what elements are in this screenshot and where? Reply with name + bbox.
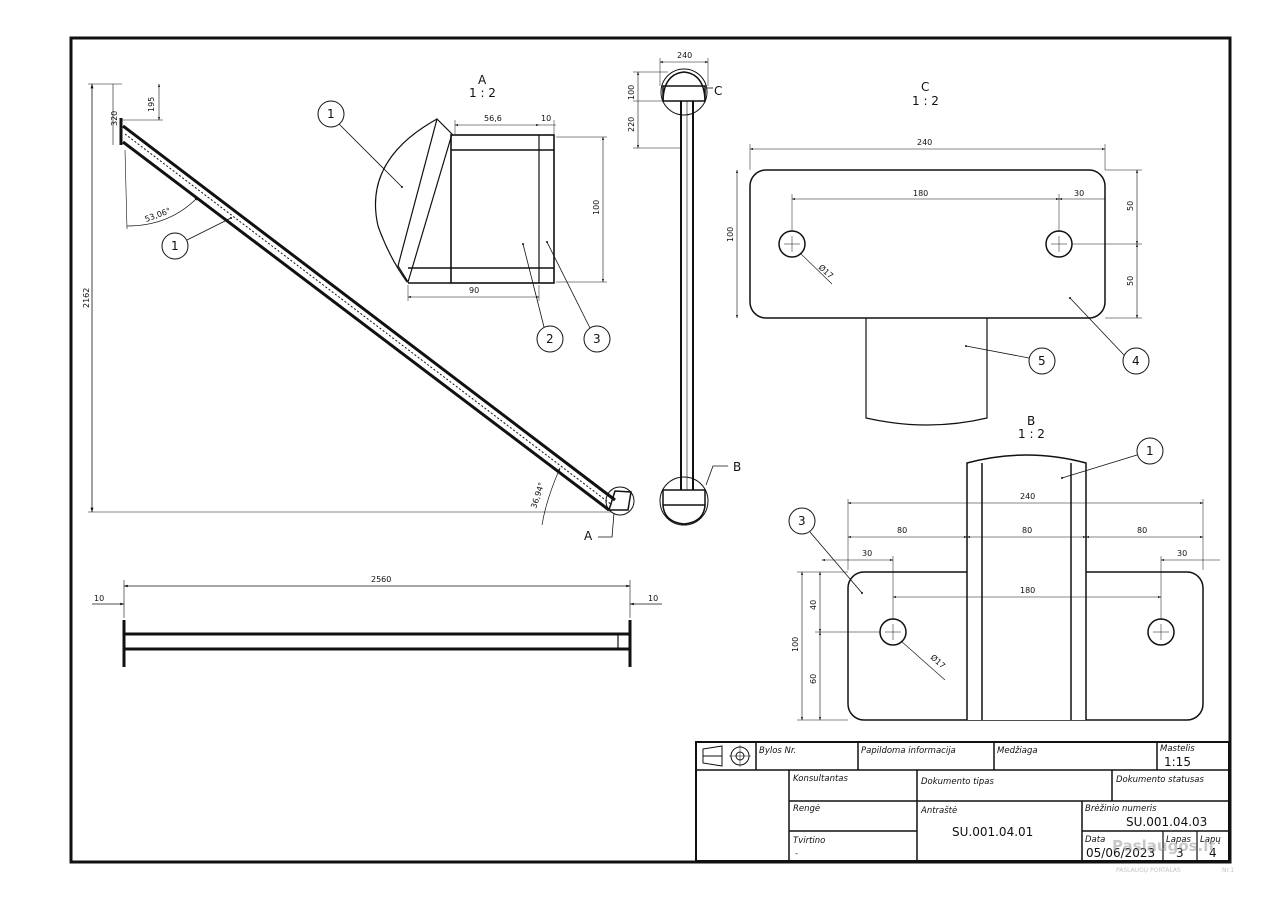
tb-tvirtino: Tvirtino [793,836,825,846]
tb-lapas-value: 3 [1176,846,1184,860]
tb-konsultantas: Konsultantas [793,774,849,784]
dim-right-end: 10 [648,594,658,603]
dim-left-end: 10 [94,594,104,603]
bottom-view [92,580,662,667]
watermark-badge: Nr.1 [1222,867,1234,874]
dim-b-80-mid: 80 [1022,526,1032,535]
dim-a-90: 90 [469,286,479,295]
detail-a-view [374,117,607,301]
svg-text:2: 2 [546,332,554,346]
dim-2560: 2560 [371,575,391,584]
balloon-c-5: 5 [965,345,1056,375]
dim-side-100: 100 [627,85,636,100]
dim-c-hole-dia: Ø17 [817,262,836,280]
detail-b-scale: 1 : 2 [1018,427,1045,441]
dim-b-100: 100 [791,637,800,652]
dim-b-80-right: 80 [1137,526,1147,535]
balloon-main-1: 1 [161,217,232,260]
detail-b-view [797,454,1220,721]
dim-a-566: 56,6 [484,114,502,123]
balloon-a-1: 1 [317,100,403,188]
dim-a-10: 10 [541,114,551,123]
svg-text:1: 1 [171,239,179,253]
detail-c-view [735,144,1142,426]
dim-c-240: 240 [917,138,932,147]
section-a-mark: A [584,529,593,543]
tb-antraste-value: SU.001.04.01 [952,825,1033,839]
dim-b-80-left: 80 [897,526,907,535]
detail-c-scale: 1 : 2 [912,94,939,108]
tb-medziaga: Medžiaga [997,746,1038,756]
balloon-b-1: 1 [1061,437,1164,479]
dim-b-30-right: 30 [1177,549,1187,558]
dim-a-100: 100 [592,200,601,215]
balloon-b-3: 3 [788,507,863,594]
tb-renge: Rengė [793,804,820,814]
balloon-a-3: 3 [546,241,611,353]
section-b-mark: B [733,460,741,474]
watermark-tagline: PASLAUGŲ PORTALAS [1116,867,1181,874]
dim-angle-top: 53,06° [144,206,172,224]
detail-c-letter: C [921,80,929,94]
svg-text:1: 1 [1146,444,1154,458]
tb-data-label: Data [1085,835,1105,845]
tb-mastelis-label: Mastelis [1160,744,1195,754]
dim-b-60: 60 [809,674,818,684]
dim-2162: 2162 [82,288,91,308]
tb-lapu-value: 4 [1209,846,1217,860]
svg-text:4: 4 [1132,354,1140,368]
projection-symbol-icon [702,745,751,767]
svg-text:3: 3 [798,514,806,528]
detail-c-circle [660,68,708,116]
balloon-a-2: 2 [522,243,564,353]
dim-c-100: 100 [726,227,735,242]
dim-c-180: 180 [913,189,928,198]
watermark-brand: Paslaugos.lt [1112,837,1216,855]
dim-c-50-bottom: 50 [1126,276,1135,286]
title-block [695,741,1230,862]
tb-bylos-nr: Bylos Nr. [759,746,796,756]
tb-dokumento-tipas: Dokumento tipas [921,777,994,787]
tb-tvirtino-value: - [795,849,798,859]
dim-195: 195 [147,97,156,112]
detail-b-circle [659,476,709,526]
dim-b-30-left: 30 [862,549,872,558]
detail-a-circle [605,486,635,516]
tb-brezinio-label: Brėžinio numeris [1085,804,1157,814]
dim-side-240: 240 [677,51,692,60]
dim-side-220: 220 [627,117,636,132]
svg-text:1: 1 [327,107,335,121]
svg-text:3: 3 [593,332,601,346]
dim-320: 320 [110,111,119,126]
detail-a-letter: A [478,73,487,87]
tb-mastelis-value: 1:15 [1164,755,1191,769]
sheet-border [69,36,1232,864]
side-view [633,58,728,526]
tb-data-value: 05/06/2023 [1086,846,1155,860]
watermark: Paslaugos.lt PASLAUGŲ PORTALAS Nr.1 [1112,837,1234,874]
dim-angle-bottom: 36,94° [529,481,546,509]
dim-c-30: 30 [1074,189,1084,198]
main-view [88,83,635,538]
tb-papildoma: Papildoma informacija [861,746,956,756]
dim-b-180: 180 [1020,586,1035,595]
tb-dokumento-statusas: Dokumento statusas [1116,775,1205,785]
tb-lapas-label: Lapas [1166,835,1192,845]
section-c-mark: C [714,84,722,98]
svg-text:5: 5 [1038,354,1046,368]
dim-b-40: 40 [809,600,818,610]
balloon-c-4: 4 [1069,297,1150,375]
tb-antraste-label: Antraštė [920,805,957,816]
tb-brezinio-value: SU.001.04.03 [1126,815,1207,829]
tb-lapu-label: Lapų [1200,835,1221,845]
dim-c-50-top: 50 [1126,201,1135,211]
detail-b-letter: B [1027,414,1035,428]
detail-a-scale: 1 : 2 [469,86,496,100]
dim-b-240: 240 [1020,492,1035,501]
